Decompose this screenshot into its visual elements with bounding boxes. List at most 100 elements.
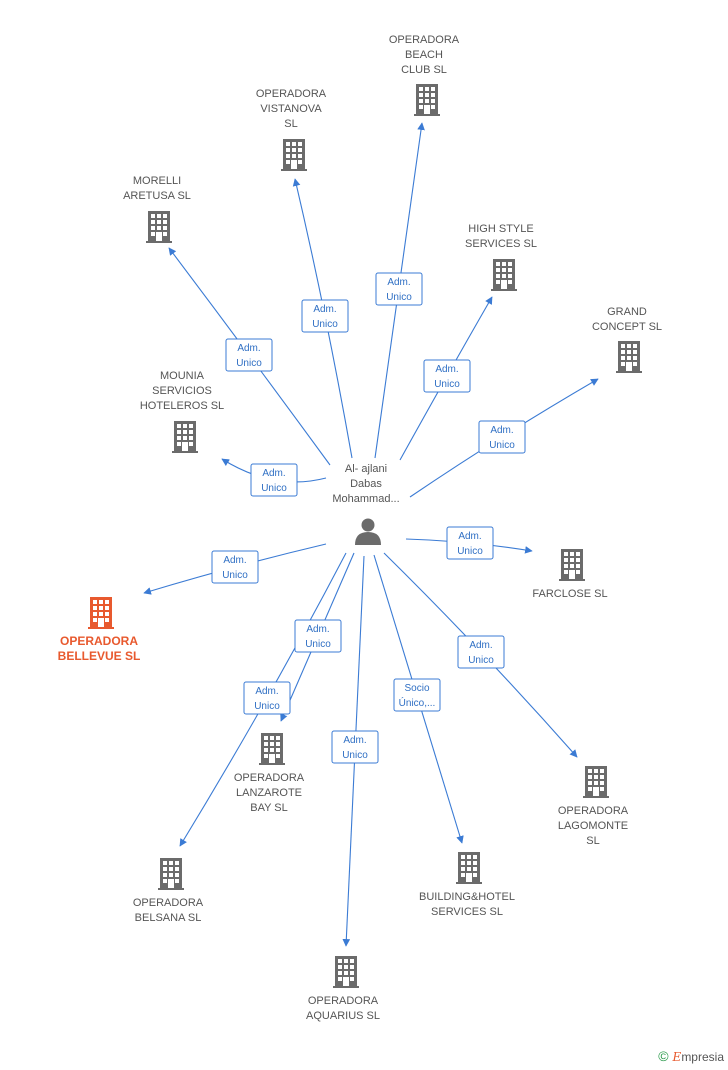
company-name: ARETUSA SL [123, 190, 191, 202]
company-name: OPERADORA [133, 897, 204, 909]
edge-label-text: Unico [457, 546, 483, 557]
edge-label-text: Adm. [255, 686, 278, 697]
company-node-farclose[interactable]: FARCLOSE SL [532, 549, 608, 600]
brand-initial: E [672, 1050, 682, 1064]
company-name: FARCLOSE SL [532, 588, 607, 600]
edge-label-text: Adm. [458, 531, 481, 542]
edge-label-text: Socio [404, 683, 429, 694]
company-name: SERVICES SL [431, 906, 503, 918]
edge-label-mounia[interactable]: Adm.Unico [250, 463, 298, 497]
company-name: AQUARIUS SL [306, 1010, 380, 1022]
person-node[interactable]: Al- ajlaniDabasMohammad... [332, 463, 400, 545]
company-name: VISTANOVA [260, 103, 322, 115]
brand-name: mpresia [681, 1050, 724, 1064]
copyright-symbol: © [658, 1048, 669, 1064]
company-name: OPERADORA [234, 772, 305, 784]
company-name: SL [586, 835, 599, 847]
edge-label-farclose[interactable]: Adm. Unico [446, 526, 494, 560]
person-name: Al- ajlani [345, 463, 387, 475]
edge-label-grand-concept[interactable]: Adm. Unico [478, 420, 526, 454]
company-name: BEACH [405, 49, 443, 61]
company-name: OPERADORA [256, 88, 327, 100]
company-name: SERVICES SL [465, 238, 537, 250]
person-name: Dabas [350, 478, 382, 490]
company-node-lagomonte[interactable]: OPERADORA LAGOMONTE SL [558, 766, 629, 847]
company-node-building-hotel[interactable]: BUILDING&HOTEL SERVICES SL [419, 852, 515, 918]
building-icon [583, 766, 609, 798]
building-icon [333, 956, 359, 988]
edge-label-text: Adm. [237, 343, 260, 354]
edge-label-text: Unico [261, 483, 287, 494]
edge-label-high-style[interactable]: Adm. Unico [423, 359, 471, 393]
edge-label-vistanova[interactable]: Adm. Unico [301, 299, 349, 333]
company-name: SL [284, 118, 297, 130]
edge-label-text: Unico [305, 639, 331, 650]
company-node-belsana[interactable]: OPERADORA BELSANA SL [133, 858, 204, 924]
company-name: OPERADORA [60, 634, 138, 648]
company-node-high-style[interactable]: HIGH STYLE SERVICES SL [465, 223, 537, 291]
footer-brand: ©Empresia [658, 1048, 724, 1064]
edge-label-text: Único,... [399, 696, 436, 709]
edge-label-text: Unico [254, 701, 280, 712]
edge-label-building-hotel[interactable]: SocioÚnico,... [393, 678, 441, 712]
building-icon [259, 733, 285, 765]
company-name: MOUNIA [160, 370, 205, 382]
company-name: LANZAROTE [236, 787, 302, 799]
company-node-mounia[interactable]: MOUNIA SERVICIOS HOTELEROS SL [140, 370, 224, 453]
edge-label-text: Unico [434, 379, 460, 390]
company-node-lanzarote[interactable]: OPERADORA LANZAROTE BAY SL [234, 733, 305, 814]
company-node-aquarius[interactable]: OPERADORA AQUARIUS SL [306, 956, 380, 1022]
company-name: SERVICIOS [152, 385, 212, 397]
edge-label-beach-club[interactable]: Adm. Unico [375, 272, 423, 306]
edge-label-text: Adm. [387, 277, 410, 288]
edge-label-text: Unico [386, 292, 412, 303]
person-icon [355, 518, 381, 545]
edge-label-text: Adm. [223, 555, 246, 566]
building-icon [146, 211, 172, 243]
edge-label-text: Adm. [435, 364, 458, 375]
building-icon [172, 421, 198, 453]
edge-label-lagomonte[interactable]: Adm. Unico [457, 635, 505, 669]
building-icon [281, 139, 307, 171]
company-name: BELSANA SL [135, 912, 202, 924]
edge-label-text: Adm. [469, 640, 492, 651]
company-node-vistanova[interactable]: OPERADORA VISTANOVA SL [256, 88, 327, 171]
company-name: OPERADORA [389, 34, 460, 46]
company-name: BUILDING&HOTEL [419, 891, 515, 903]
company-name: LAGOMONTE [558, 820, 628, 832]
edge-label-text: Unico [342, 750, 368, 761]
edge-label-belsana[interactable]: Adm. Unico [243, 681, 291, 715]
building-icon [559, 549, 585, 581]
company-name: BELLEVUE SL [58, 649, 141, 663]
company-name: HIGH STYLE [468, 223, 533, 235]
edge-label-text: Unico [468, 655, 494, 666]
company-node-grand-concept[interactable]: GRAND CONCEPT SL [592, 306, 662, 373]
edge-label-text: Adm. [313, 304, 336, 315]
edge-label-text: Unico [236, 358, 262, 369]
company-name: OPERADORA [308, 995, 379, 1007]
building-icon [456, 852, 482, 884]
company-name: BAY SL [250, 802, 288, 814]
edge-label-bellevue[interactable]: Adm.Unico [211, 550, 259, 584]
company-name: CONCEPT SL [592, 321, 662, 333]
company-name: CLUB SL [401, 64, 447, 76]
edge-label-aquarius[interactable]: Adm. Unico [331, 730, 379, 764]
company-name: GRAND [607, 306, 647, 318]
edge-label-text: Adm. [343, 735, 366, 746]
building-icon [88, 597, 114, 629]
edge-label-lanzarote[interactable]: Adm.Unico [294, 619, 342, 653]
building-icon [414, 84, 440, 116]
edge-label-text: Adm. [490, 425, 513, 436]
edge-label-morelli[interactable]: Adm. Unico [225, 338, 273, 372]
company-node-beach-club[interactable]: OPERADORA BEACH CLUB SL [389, 34, 460, 116]
edge-label-text: Unico [489, 440, 515, 451]
company-name: OPERADORA [558, 805, 629, 817]
building-icon [491, 259, 517, 291]
edge-label-text: Unico [312, 319, 338, 330]
company-name: HOTELEROS SL [140, 400, 224, 412]
building-icon [158, 858, 184, 890]
person-name: Mohammad... [332, 493, 399, 505]
